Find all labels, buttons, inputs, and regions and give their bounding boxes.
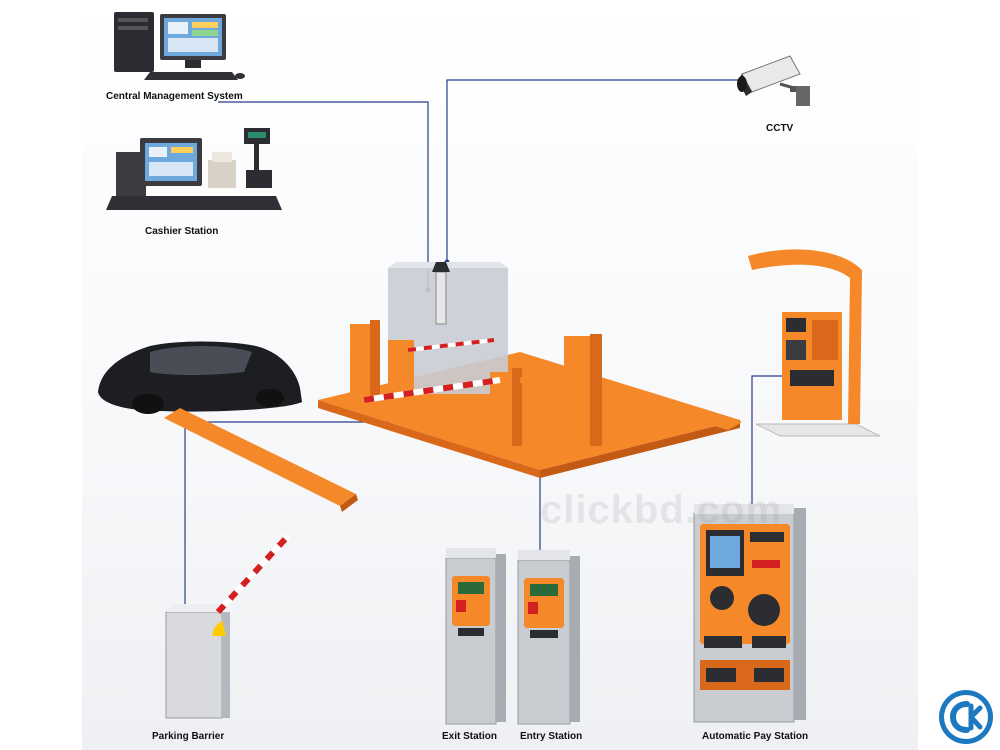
parking-barrier-machine-icon: [166, 536, 288, 718]
label-exit-station: Exit Station: [442, 731, 497, 742]
label-entry-station: Entry Station: [520, 731, 582, 742]
label-automatic-pay-station: Automatic Pay Station: [702, 731, 808, 742]
automatic-pay-station-machine-icon: [694, 504, 806, 722]
cctv-camera-icon: [737, 56, 810, 106]
car-icon: [98, 342, 302, 415]
clickbd-badge-icon: [937, 688, 995, 746]
label-central-management-system: Central Management System: [106, 91, 243, 102]
pay-kiosk-with-canopy-icon: [748, 249, 880, 436]
label-cashier-station: Cashier Station: [145, 226, 218, 237]
central-management-computer-icon: [114, 12, 245, 80]
label-parking-barrier: Parking Barrier: [152, 731, 224, 742]
entry-station-machine-icon: [518, 550, 580, 724]
exit-station-machine-icon: [446, 548, 506, 724]
cashier-station-icon: [106, 128, 282, 210]
connector-cctv-to-gate: [447, 80, 760, 262]
watermark-text: clickbd.com: [540, 488, 782, 533]
label-cctv: CCTV: [766, 123, 793, 134]
